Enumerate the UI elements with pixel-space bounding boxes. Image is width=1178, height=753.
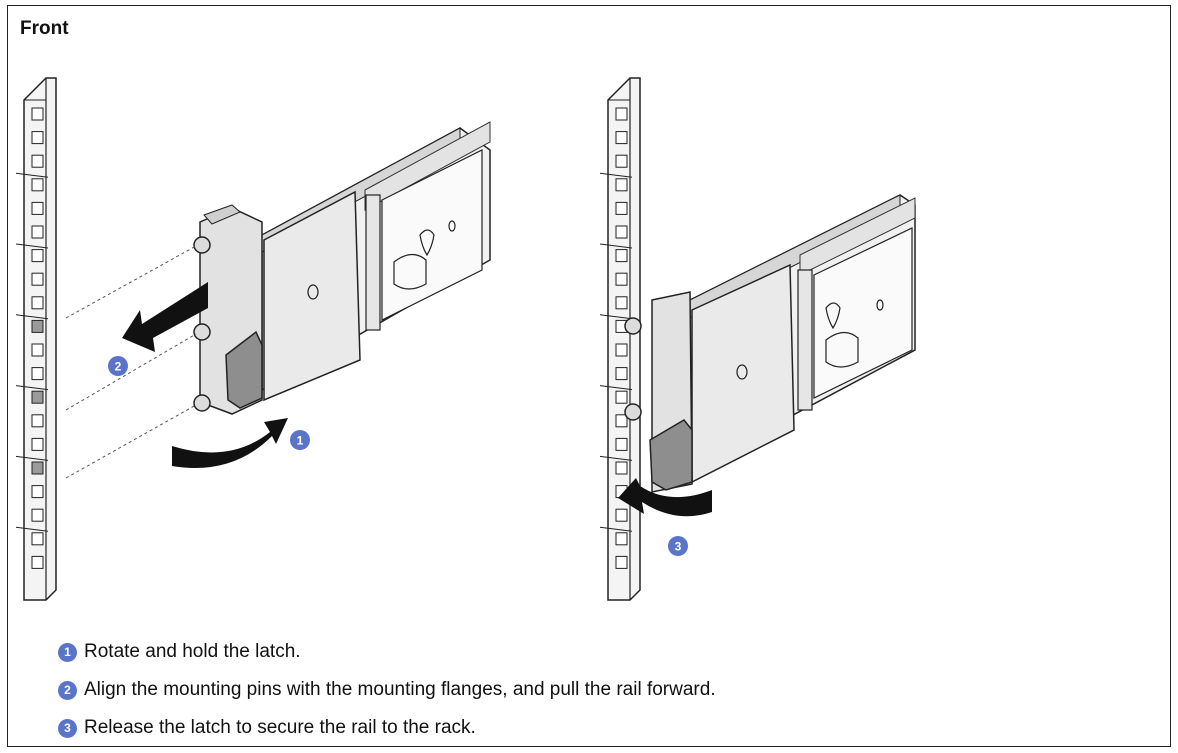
rack-hole xyxy=(615,178,628,192)
svg-text:2: 2 xyxy=(115,360,122,374)
rack-hole xyxy=(615,508,628,522)
left-rack-holes xyxy=(15,107,49,569)
rack-hole xyxy=(615,414,628,428)
rack-hole xyxy=(615,461,628,475)
step-3: 3 Release the latch to secure the rail t… xyxy=(58,717,476,739)
rack-hole xyxy=(31,154,44,168)
rack-unit-divider xyxy=(15,172,49,178)
rack-unit-divider xyxy=(599,526,633,532)
rack-hole xyxy=(31,249,44,263)
rack-hole xyxy=(615,437,628,451)
right-rail xyxy=(618,194,916,517)
rack-hole xyxy=(31,532,44,546)
rack-unit-divider xyxy=(15,455,49,461)
rack-hole xyxy=(31,390,44,404)
step-2-text: Align the mounting pins with the mountin… xyxy=(84,679,716,700)
callout-1: 1 xyxy=(290,430,310,450)
left-rail xyxy=(65,121,491,479)
rack-hole xyxy=(31,508,44,522)
step-1-number: 1 xyxy=(58,642,77,662)
rack-hole xyxy=(31,343,44,357)
step-3-text: Release the latch to secure the rail to … xyxy=(84,717,476,738)
rack-hole xyxy=(615,131,628,145)
rack-hole xyxy=(31,461,44,475)
callout-2: 2 xyxy=(108,356,128,376)
rack-hole xyxy=(31,178,44,192)
figure-title: Front xyxy=(20,18,69,39)
rack-hole xyxy=(31,272,44,286)
rack-hole xyxy=(31,319,44,333)
step-1-text: Rotate and hold the latch. xyxy=(84,641,301,662)
svg-text:1: 1 xyxy=(297,434,304,448)
rack-hole xyxy=(31,414,44,428)
rack-unit-divider xyxy=(599,172,633,178)
rack-hole xyxy=(615,532,628,546)
figure-frame xyxy=(7,5,1171,747)
rack-hole xyxy=(31,131,44,145)
rack-hole xyxy=(615,201,628,215)
rack-hole xyxy=(615,343,628,357)
rack-hole xyxy=(31,107,44,121)
callout-3: 3 xyxy=(668,536,688,556)
svg-text:3: 3 xyxy=(675,540,682,554)
rack-hole xyxy=(31,485,44,499)
rack-unit-divider xyxy=(599,455,633,461)
rack-hole xyxy=(31,225,44,239)
step-2-number: 2 xyxy=(58,680,77,700)
rack-hole xyxy=(615,107,628,121)
rack-hole xyxy=(615,225,628,239)
rack-hole xyxy=(615,296,628,310)
rack-hole xyxy=(31,437,44,451)
rack-hole xyxy=(615,154,628,168)
rack-hole xyxy=(31,555,44,569)
rack-hole xyxy=(31,296,44,310)
rack-hole xyxy=(615,367,628,381)
rack-hole xyxy=(615,555,628,569)
rack-unit-divider xyxy=(599,385,633,391)
rack-unit-divider xyxy=(599,314,633,320)
step-3-number: 3 xyxy=(58,718,77,738)
step-2: 2 Align the mounting pins with the mount… xyxy=(58,679,716,701)
rack-unit-divider xyxy=(15,243,49,249)
rack-hole xyxy=(615,390,628,404)
rack-hole xyxy=(615,249,628,263)
rack-unit-divider xyxy=(599,243,633,249)
rack-hole xyxy=(31,201,44,215)
rack-unit-divider xyxy=(15,385,49,391)
step-1: 1 Rotate and hold the latch. xyxy=(58,641,301,663)
rack-unit-divider xyxy=(15,314,49,320)
rack-hole xyxy=(31,367,44,381)
right-rack-holes xyxy=(599,107,633,569)
rack-hole xyxy=(615,272,628,286)
rack-unit-divider xyxy=(15,526,49,532)
